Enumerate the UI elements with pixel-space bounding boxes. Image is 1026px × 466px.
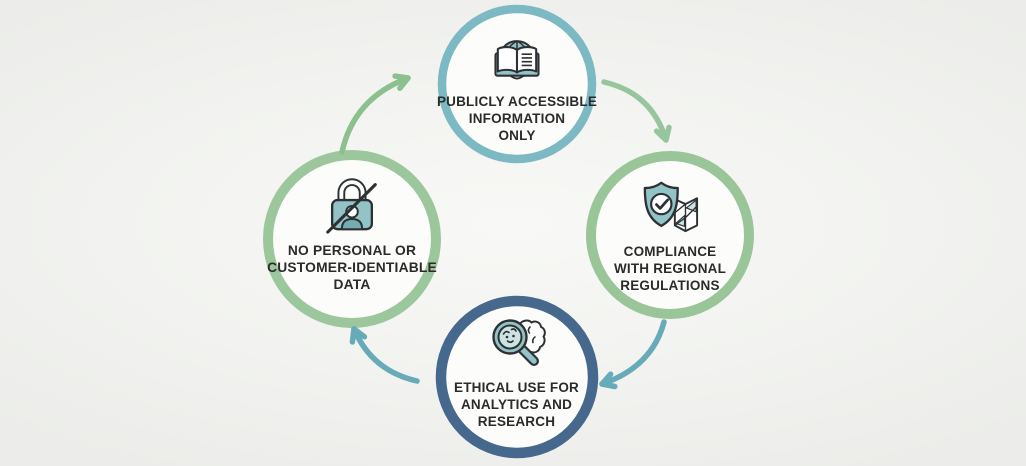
shield-check-map-svg: [643, 181, 699, 233]
lens-brain-squiggles: [502, 328, 517, 344]
lens-dot-right: [511, 334, 515, 338]
book-spine: [509, 74, 525, 80]
label-line: PUBLICLY ACCESSIBLE: [436, 94, 598, 109]
book-globe-svg: [494, 40, 540, 80]
arrow-right-to-bottom-head: [599, 371, 618, 390]
arrow-left-to-top: [339, 73, 411, 155]
book-globe-icon: [487, 28, 547, 86]
magnifier-brain-icon: [485, 310, 549, 372]
arrow-bottom-to-left-shaft: [351, 326, 420, 384]
lock-shackle: [339, 180, 365, 203]
label-line: DATA: [333, 277, 371, 292]
node-ring-top: [437, 4, 597, 164]
node-ring-bottom: [435, 295, 599, 459]
arrow-left-to-top-shaft: [339, 75, 411, 155]
arrow-top-to-right-head: [653, 124, 672, 143]
node-label-left: NO PERSONAL OR CUSTOMER-IDENTIABLE DATA: [267, 242, 437, 293]
arrow-right-to-bottom: [599, 319, 667, 390]
label-line: COMPLIANCE: [623, 244, 717, 259]
book-text-lines: [521, 53, 532, 67]
label-line: NO PERSONAL OR: [287, 243, 417, 258]
person-shoulders: [340, 218, 364, 231]
node-no-personal-data: NO PERSONAL OR CUSTOMER-IDENTIABLE DATA: [263, 150, 441, 328]
check-circle: [650, 192, 673, 216]
node-label-top: PUBLICLY ACCESSIBLE INFORMATION ONLY: [437, 93, 597, 144]
node-label-bottom: ETHICAL USE FOR ANALYTICS AND RESEARCH: [454, 379, 579, 430]
node-ring-left: [263, 150, 441, 328]
shield-check-map-icon: [638, 176, 702, 236]
node-ring-right: [586, 151, 754, 319]
book-left-page: [496, 46, 519, 74]
label-line: INFORMATION: [468, 111, 566, 126]
checkmark: [655, 198, 670, 210]
node-label-right: COMPLIANCE WITH REGIONAL REGULATIONS: [614, 243, 726, 294]
lock-person-icon: [321, 171, 383, 235]
arrow-top-to-right-shaft: [601, 79, 669, 143]
node-publicly-accessible-information: PUBLICLY ACCESSIBLE INFORMATION ONLY: [437, 5, 597, 163]
lens-dot-left: [505, 335, 508, 339]
map-fold-lines: [674, 203, 698, 232]
prohibition-slash: [326, 183, 377, 234]
arrow-right-to-bottom-shaft: [599, 319, 667, 387]
magnifier-brain-svg: [491, 319, 546, 366]
label-line: ANALYTICS AND: [460, 397, 573, 412]
brain-folds: [527, 326, 536, 344]
arrow-bottom-to-left-head: [349, 326, 368, 345]
label-line: REGULATIONS: [620, 278, 720, 293]
book-right-page: [515, 46, 538, 74]
arrow-top-to-right: [601, 79, 672, 143]
node-compliance-regulations: COMPLIANCE WITH REGIONAL REGULATIONS: [585, 150, 755, 320]
magnifier-handle: [519, 346, 537, 364]
label-line: ETHICAL USE FOR: [453, 380, 579, 395]
arrow-bottom-to-left: [349, 326, 420, 384]
label-line: CUSTOMER-IDENTIABLE: [267, 260, 437, 275]
magnifier-lens: [497, 324, 522, 350]
label-line: ONLY: [498, 128, 536, 143]
label-line: WITH REGIONAL: [613, 261, 727, 276]
arrow-left-to-top-head: [392, 73, 411, 91]
node-ethical-use: ETHICAL USE FOR ANALYTICS AND RESEARCH: [436, 296, 597, 457]
lock-person-svg: [326, 178, 377, 234]
label-line: RESEARCH: [477, 414, 556, 429]
